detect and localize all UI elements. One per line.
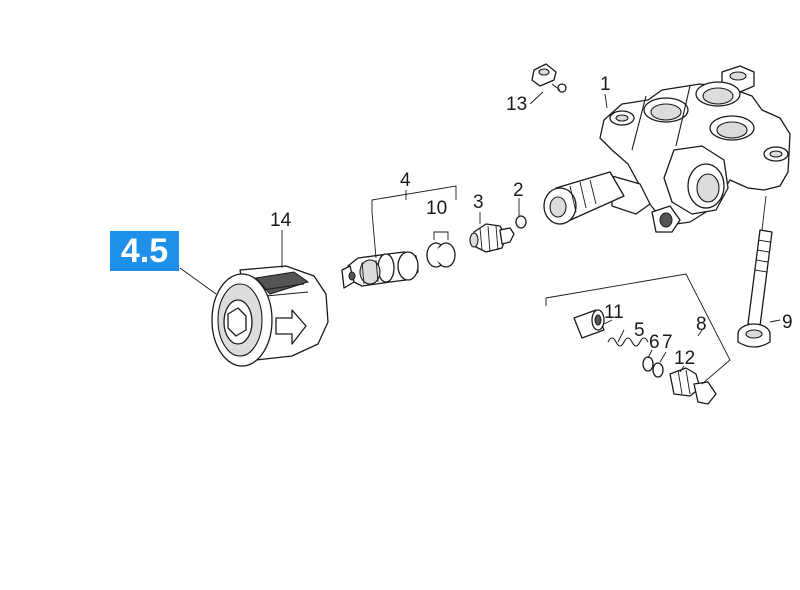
o-rings-part: [426, 242, 456, 268]
part-label-1: 1: [600, 74, 611, 95]
part-label-8: 8: [696, 314, 707, 335]
valve-cartridge-part: [469, 223, 515, 253]
part-label-13: 13: [506, 94, 527, 115]
o-ring-part: [515, 215, 527, 229]
sleeve-part: [573, 309, 605, 339]
part-label-4: 4: [400, 170, 411, 191]
part-label-9: 9: [782, 312, 793, 333]
part-label-7: 7: [662, 332, 673, 353]
part-label-10: 10: [426, 198, 447, 219]
assembly-badge: 4.5: [110, 231, 179, 271]
part-label-11: 11: [604, 302, 624, 323]
part-label-2: 2: [513, 180, 524, 201]
plug-part: [531, 63, 567, 93]
bolt-part: [737, 229, 773, 348]
leader-lines: [179, 83, 781, 385]
part-label-3: 3: [473, 192, 484, 213]
part-label-5: 5: [634, 320, 645, 341]
pump-head-part: [599, 65, 791, 233]
ring-part-7: [652, 362, 664, 378]
valve-seat-part: [669, 367, 717, 405]
coupling-nut-part: [211, 265, 329, 367]
ring-part-6: [642, 356, 654, 372]
part-labels: 1 2 3 4 5 6 7 8 9 10 11 12 13 14: [270, 74, 793, 369]
valve-assembly-part: [341, 251, 419, 289]
inlet-tube: [543, 171, 625, 225]
spring-part: [607, 337, 649, 347]
part-label-6: 6: [649, 332, 660, 353]
part-label-14: 14: [270, 210, 292, 231]
part-label-12: 12: [674, 348, 695, 369]
assembly-badge-label: 4.5: [120, 232, 169, 270]
